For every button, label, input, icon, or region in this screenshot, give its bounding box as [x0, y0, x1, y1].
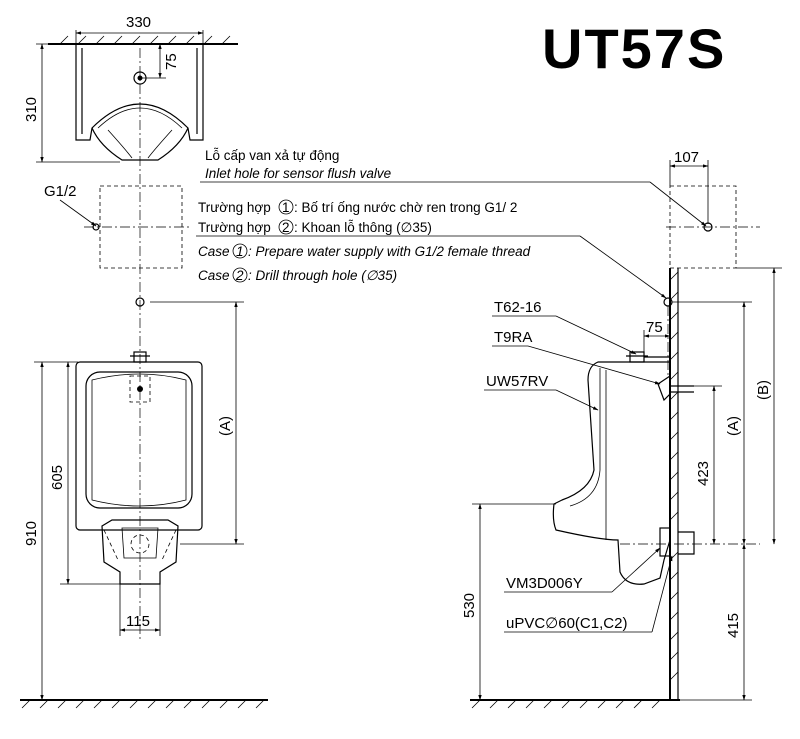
dim-115: 115 — [126, 613, 150, 630]
part-vm3d006y: VM3D006Y — [506, 575, 583, 592]
dim-310: 310 — [23, 97, 40, 122]
case2-vi-pre: Trường hợp — [198, 220, 271, 235]
dim-A-side: (A) — [725, 416, 742, 436]
top-wall-hatch — [59, 35, 231, 45]
case1-vi-num: 1 — [282, 200, 290, 215]
front-view: 910 605 (A) 115 — [20, 301, 268, 709]
dim-330: 330 — [126, 14, 151, 31]
dim-415: 415 — [725, 613, 742, 638]
inlet-note-en: Inlet hole for sensor flush valve — [205, 166, 391, 181]
case2-en-pre: Case — [198, 268, 230, 283]
top-view: 330 75 310 — [23, 14, 238, 163]
case2-vi-post: : Khoan lỗ thông (∅35) — [294, 220, 432, 235]
case1-en-pre: Case — [198, 244, 230, 259]
part-upvc: uPVC∅60(C1,C2) — [506, 615, 627, 632]
part-t9ra: T9RA — [494, 329, 532, 346]
front-floor-hatch — [21, 699, 265, 709]
case1-vi-post: : Bố trí ống nước chờ ren trong G1/ 2 — [294, 200, 517, 215]
supply-box-front: G1/2 — [44, 183, 192, 307]
dim-B: (B) — [755, 380, 772, 400]
model-title: UT57S — [542, 17, 726, 80]
supply-cases: Trường hợp 1 : Bố trí ống nước chờ ren t… — [196, 199, 667, 299]
svg-text:Trường hợp: Trường hợp — [198, 200, 271, 215]
dim-910: 910 — [23, 521, 40, 546]
part-t62-16: T62-16 — [494, 299, 542, 316]
inlet-note: Lỗ cấp van xả tự động Inlet hole for sen… — [200, 148, 707, 227]
side-wall-hatch — [669, 271, 679, 681]
case1-en-num: 1 — [236, 244, 244, 259]
case2-en-post: : Drill through hole (∅35) — [248, 268, 397, 283]
dim-605: 605 — [49, 465, 66, 490]
part-uw57rv: UW57RV — [486, 373, 548, 390]
case2-en-num: 2 — [235, 268, 244, 283]
side-view: 107 T62-16 T9RA UW57RV VM3D006Y uPVC∅60(… — [461, 149, 782, 709]
inlet-note-vi: Lỗ cấp van xả tự động — [205, 148, 339, 163]
g12-label: G1/2 — [44, 183, 77, 200]
side-floor-hatch — [471, 699, 661, 709]
dim-530: 530 — [461, 593, 478, 618]
case1-en-post: : Prepare water supply with G1/2 female … — [248, 244, 531, 259]
dim-107: 107 — [674, 149, 699, 166]
dim-423: 423 — [695, 461, 712, 486]
case1-vi-pre: Trường hợp — [198, 200, 271, 215]
dim-A-front: (A) — [217, 416, 234, 436]
case2-vi-num: 2 — [282, 220, 290, 235]
dim-75-top: 75 — [163, 53, 180, 70]
dim-75-side: 75 — [646, 319, 663, 336]
